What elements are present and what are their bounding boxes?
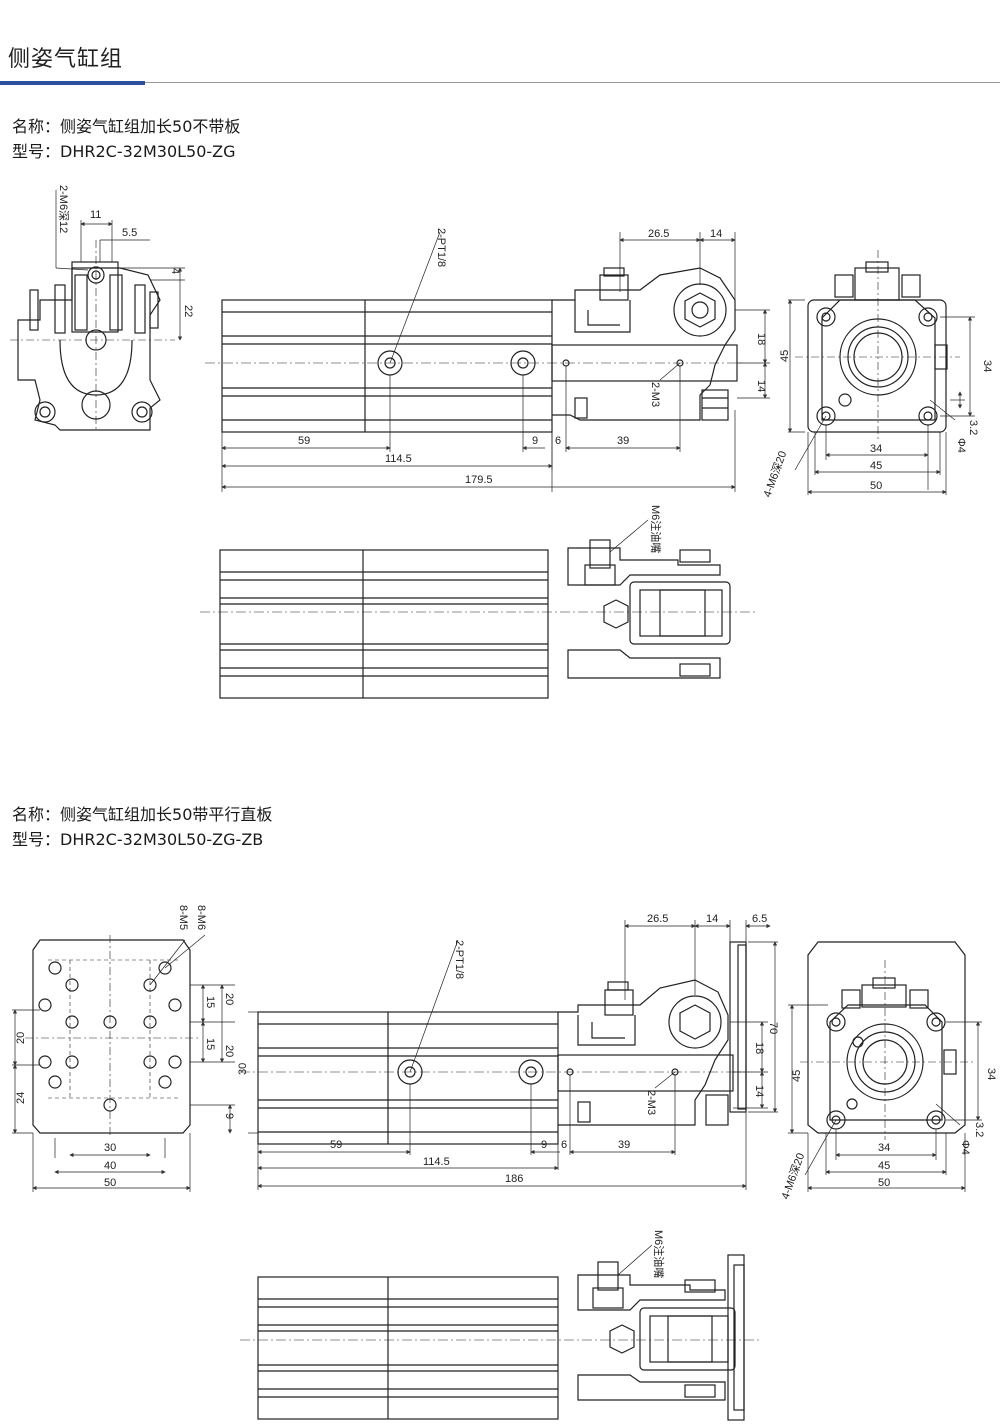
dim-6: 6: [561, 1139, 567, 1151]
dim-15-a: 15: [204, 996, 216, 1008]
dim-20-b: 20: [223, 1045, 235, 1057]
dim-14: 14: [710, 228, 722, 240]
dim-11: 11: [90, 209, 101, 221]
dim-9-v: 9: [223, 1113, 235, 1119]
dim-30-h: 30: [104, 1142, 116, 1154]
grease-callout: M6注油嘴: [652, 1230, 666, 1278]
dim-50-end: 50: [878, 1177, 890, 1189]
dim-114-5: 114.5: [385, 453, 412, 465]
dim-59: 59: [330, 1139, 342, 1151]
dim-6-5: 6.5: [752, 913, 767, 925]
dim-5-5: 5.5: [122, 227, 137, 239]
dim-6: 6: [555, 435, 561, 447]
dim-50-h: 50: [870, 480, 882, 492]
dim-18: 18: [755, 333, 767, 345]
dim-45-v: 45: [791, 1070, 803, 1082]
dim-9: 9: [532, 435, 538, 447]
end-holes-callout: 4-M6深20: [761, 449, 790, 499]
product-info-2: 名称：侧姿气缸组加长50带平行直板 型号：DHR2C-32M30L50-ZG-Z…: [12, 802, 272, 852]
cylinder-end-view: [787, 250, 975, 495]
dim-45-h: 45: [870, 460, 882, 472]
drawing-1: [10, 190, 975, 699]
model-label: 型号：: [12, 142, 61, 161]
dim-30-v: 30: [237, 1063, 249, 1075]
dim-26-5: 26.5: [647, 913, 668, 925]
dim-39: 39: [617, 435, 629, 447]
dim-3-2: 3.2: [973, 1122, 985, 1137]
product-model: DHR2C-32M30L50-ZG-ZB: [60, 830, 264, 849]
name-label: 名称：: [12, 805, 61, 824]
m3-callout: 2-M3: [645, 1090, 657, 1115]
dim-4: 4: [169, 268, 181, 274]
dim-18: 18: [753, 1042, 765, 1054]
m5-callout: 8-M5: [177, 905, 189, 930]
dim-40-h: 40: [104, 1160, 116, 1172]
title-accent-bar: [0, 81, 145, 85]
dim-50-h: 50: [104, 1177, 116, 1189]
product-name: 侧姿气缸组加长50不带板: [60, 117, 241, 136]
dim-20-left: 20: [15, 1032, 27, 1044]
cylinder-end-view-2: [788, 941, 982, 1192]
dim-34-v: 34: [981, 360, 993, 372]
drawing-2: [12, 920, 982, 1421]
dim-24-left: 24: [15, 1092, 27, 1104]
dim-15-b: 15: [204, 1038, 216, 1050]
drawing-2-labels: 8-M5 8-M6 20 15 15 20 9 20 24 30 30 40 5…: [15, 905, 997, 1278]
dim-20-a: 20: [223, 993, 235, 1005]
cylinder-side-view-plate: [240, 920, 778, 1190]
dim-59: 59: [298, 435, 310, 447]
dim-34-v: 34: [985, 1068, 997, 1080]
dim-45-h: 45: [878, 1160, 890, 1172]
drawing-1-labels: 2-M6深12 11 5.5 4 22 2-PT1/8 26.5 14 18 1…: [57, 185, 993, 553]
title-divider: [145, 82, 1000, 83]
dim-3-2: 3.2: [967, 420, 979, 435]
m6-callout: 8-M6: [195, 905, 207, 930]
dim-9: 9: [541, 1139, 547, 1151]
page-title: 侧姿气缸组: [8, 47, 124, 72]
name-label: 名称：: [12, 117, 61, 136]
m3-callout: 2-M3: [649, 382, 661, 407]
product-model: DHR2C-32M30L50-ZG: [60, 142, 236, 161]
dim-14: 14: [706, 913, 718, 925]
cylinder-top-view-2: [240, 1244, 760, 1421]
dim-114-5: 114.5: [423, 1156, 450, 1168]
cylinder-top-view: [200, 519, 755, 699]
dim-34-h: 34: [870, 443, 882, 455]
thread-callout: 2-M6深12: [57, 185, 70, 233]
model-label: 型号：: [12, 830, 61, 849]
phi4-callout: Φ4: [955, 438, 967, 453]
product-name: 侧姿气缸组加长50带平行直板: [60, 805, 273, 824]
clamp-side-view: [10, 190, 185, 431]
cylinder-side-view: [205, 231, 770, 492]
dim-26-5: 26.5: [648, 228, 669, 240]
phi4-callout: Φ4: [959, 1140, 971, 1155]
dim-179-5: 179.5: [465, 474, 493, 486]
port-callout: 2-PT1/8: [435, 228, 447, 267]
dim-186: 186: [505, 1173, 523, 1185]
dim-34-h: 34: [878, 1142, 890, 1154]
port-callout: 2-PT1/8: [453, 940, 465, 979]
dim-22: 22: [182, 305, 194, 317]
dim-45-v: 45: [779, 350, 791, 362]
dim-14-b: 14: [753, 1085, 765, 1097]
end-holes-callout: 4-M6深20: [779, 1151, 808, 1201]
product-info-1: 名称：侧姿气缸组加长50不带板 型号：DHR2C-32M30L50-ZG: [12, 114, 240, 164]
dim-14-b: 14: [755, 380, 767, 392]
grease-callout: M6注油嘴: [649, 505, 663, 553]
dim-39: 39: [618, 1139, 630, 1151]
dim-70: 70: [767, 1022, 779, 1034]
mounting-plate-view: [12, 934, 235, 1192]
